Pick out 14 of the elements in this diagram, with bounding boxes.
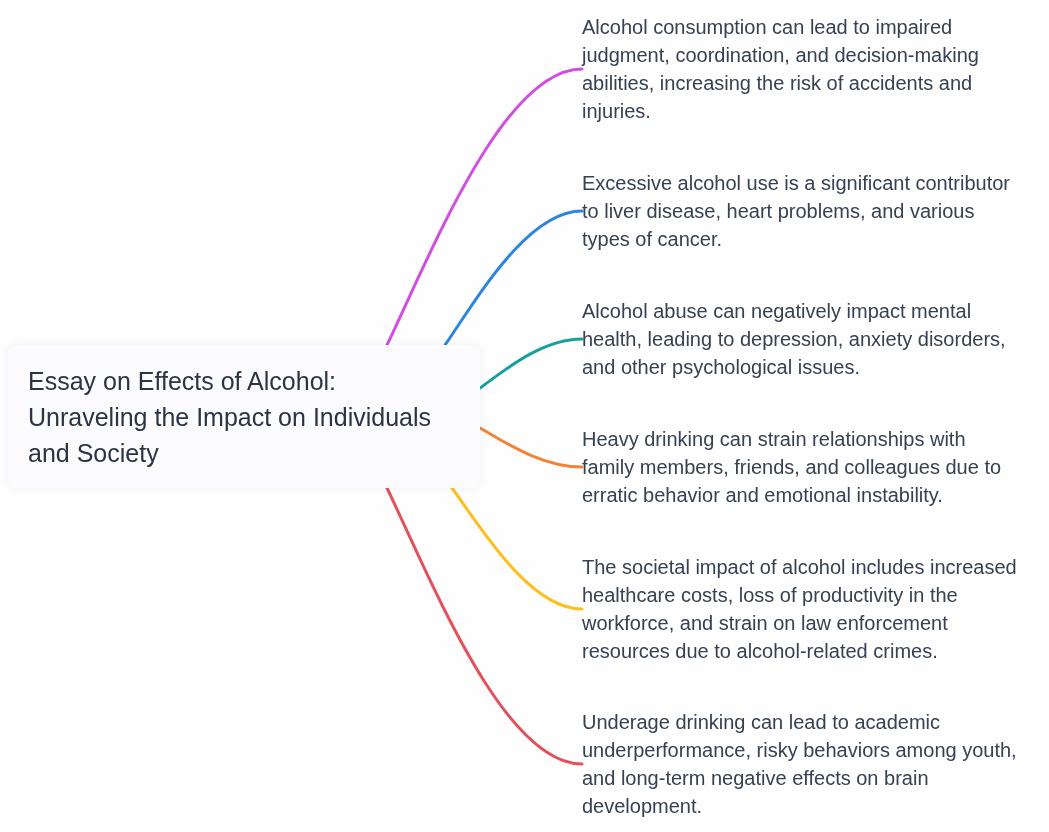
branch-connector <box>443 209 584 347</box>
branch-text: The societal impact of alcohol includes increased healthcare costs, loss of productivity in the workforce, and strain on law enforcement resources due to alcohol-related crimes. <box>582 553 1020 665</box>
branch-connector <box>478 426 584 469</box>
topic-card <box>8 345 480 488</box>
branch-text: Heavy drinking can strain relationships with family members, friends, and colleagues due to erratic behavior and emotional instability. <box>582 425 1020 509</box>
branch-connector <box>385 486 584 766</box>
branch-text: Underage drinking can lead to academic underperformance, risky behaviors among youth, and long-term negative effects on brain development. <box>582 708 1020 820</box>
branch-connector <box>385 67 584 347</box>
branch-connector <box>478 337 584 390</box>
branch-text: Alcohol abuse can negatively impact mental health, leading to depression, anxiety disorders, and other psychological issues. <box>582 297 1020 381</box>
branch-text: Excessive alcohol use is a significant contributor to liver disease, heart problems, and various types of cancer. <box>582 169 1020 253</box>
branch-text: Alcohol consumption can lead to impaired judgment, coordination, and decision-making abilities, increasing the risk of accidents and injuries. <box>582 13 1020 125</box>
branch-connector <box>450 486 584 611</box>
topic-title: Essay on Effects of Alcohol: Unraveling the Impact on Individuals and Society <box>28 365 432 469</box>
